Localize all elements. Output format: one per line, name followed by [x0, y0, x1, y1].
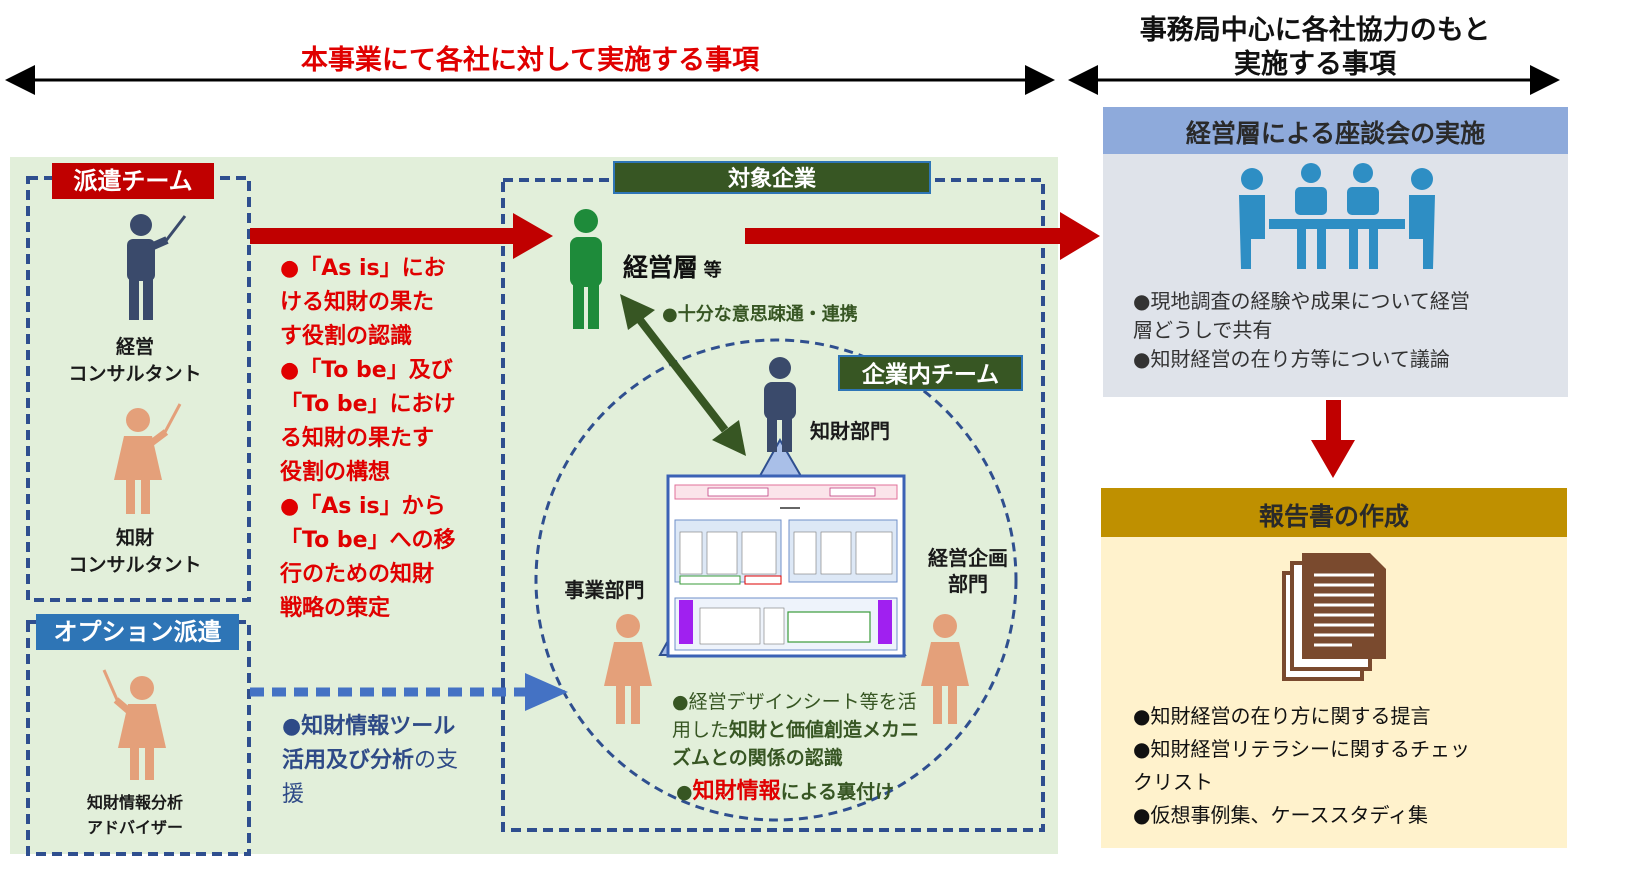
- ip-analysis-advisor-icon: [102, 669, 166, 780]
- target-company-tag: 対象企業: [613, 161, 931, 194]
- roundtable-item-1b: 層どうしで共有: [1133, 318, 1273, 342]
- report-header: [1101, 488, 1567, 537]
- task-3-line-3: 行のための知財: [280, 562, 435, 587]
- executive-icon: [570, 209, 602, 329]
- task-1-line-2: ける知財の果た: [280, 290, 435, 315]
- inner-team-tag: 企業内チーム: [838, 355, 1023, 391]
- task-1-line-1: ●「As is」にお: [280, 256, 446, 281]
- ip-consultant-icon: [114, 403, 182, 514]
- report-item-2a: ●知財経営リテラシーに関するチェッ: [1133, 737, 1471, 761]
- option-task-text: ●知財情報ツール 活用及び分析の支 援: [282, 714, 459, 807]
- option-dashed-arrowhead: [525, 673, 568, 711]
- report-item-1: ●知財経営の在り方に関する提言: [1133, 704, 1431, 728]
- planning-dept-icon: [921, 614, 969, 724]
- report-title: 報告書の作成: [1258, 502, 1409, 531]
- roundtable-item-2: ●知財経営の在り方等について議論: [1133, 347, 1450, 371]
- executive-label: 経営層 等: [623, 253, 722, 282]
- report-document-icon: [1282, 553, 1386, 681]
- business-dept-icon: [604, 614, 652, 724]
- target-company-box: [501, 178, 1045, 832]
- manager-consultant-icon: [127, 214, 187, 320]
- communication-note: ●十分な意思疎通・連携: [662, 304, 858, 325]
- right-header-title-1: 事務局中心に各社協力のもと: [1139, 15, 1491, 46]
- inner-team-circle: [534, 338, 1018, 822]
- manager-consultant-label: 経営 コンサルタント: [68, 336, 202, 385]
- roundtable-items: ●現地調査の経験や成果について経営 層どうしで共有 ●知財経営の在り方等について…: [1133, 287, 1553, 374]
- ip-consultant-label: 知財 コンサルタント: [68, 527, 202, 576]
- business-dept-label: 事業部門: [564, 578, 645, 602]
- report-item-3: ●仮想事例集、ケーススタディ集: [1133, 803, 1429, 827]
- roundtable-item-1a: ●現地調査の経験や成果について経営: [1133, 289, 1470, 313]
- task-1-line-3: す役割の認識: [280, 324, 413, 349]
- roundtable-meeting-icon: [1239, 163, 1435, 269]
- main-task-list: ●「As is」にお ける知財の果た す役割の認識 ●「To be」及び 「To…: [280, 252, 485, 626]
- report-items: ●知財経営の在り方に関する提言 ●知財経営リテラシーに関するチェッ クリスト ●…: [1133, 700, 1553, 832]
- ip-info-note: ●知財情報による裏付け: [676, 779, 895, 804]
- red-arrow-down-to-report: [1311, 400, 1355, 478]
- option-dispatch-tag: オプション派遣: [36, 614, 239, 650]
- planning-dept-label: 経営企画 部門: [928, 546, 1008, 596]
- design-sheet-note: ●経営デザインシート等を活 用した知財と価値創造メカニ ズムとの関係の認識: [672, 691, 920, 769]
- ip-dept-icon: [764, 357, 796, 452]
- green-arrowhead-down: [712, 420, 746, 456]
- task-2-line-2: 「To be」におけ: [280, 392, 456, 417]
- ip-dept-label: 知財部門: [810, 419, 890, 443]
- red-arrow-to-company: [250, 213, 553, 259]
- task-3-line-1: ●「As is」から: [280, 494, 446, 519]
- task-2-line-1: ●「To be」及び: [280, 358, 453, 383]
- task-2-line-3: る知財の果たす: [280, 426, 435, 451]
- task-3-line-4: 戦略の策定: [280, 596, 391, 621]
- ip-analysis-advisor-label: 知財情報分析 アドバイザー: [86, 793, 183, 837]
- green-arrowhead-up: [620, 294, 655, 330]
- option-dispatch-box: [26, 620, 251, 856]
- task-2-line-4: 役割の構想: [280, 460, 391, 485]
- design-sheet-mini: [666, 474, 906, 658]
- red-arrow-to-roundtable: [745, 212, 1100, 260]
- task-3-line-2: 「To be」への移: [280, 528, 456, 553]
- roundtable-title: 経営層による座談会の実施: [1185, 119, 1486, 148]
- report-item-2b: クリスト: [1133, 770, 1213, 794]
- roundtable-header: [1103, 107, 1568, 154]
- dispatch-team-tag: 派遣チーム: [52, 163, 214, 199]
- dispatch-team-box: [26, 176, 251, 602]
- roundtable-panel: [1103, 107, 1568, 397]
